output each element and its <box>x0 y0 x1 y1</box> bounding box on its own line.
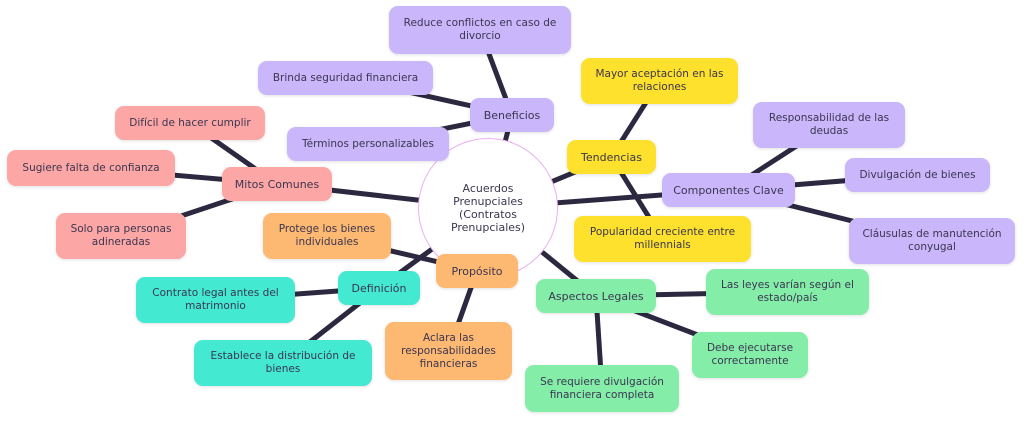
leaf-personas-adineradas[interactable]: Solo para personas adineradas <box>56 213 186 259</box>
branch-proposito[interactable]: Propósito <box>436 254 518 288</box>
branch-beneficios[interactable]: Beneficios <box>470 98 554 132</box>
leaf-reduce-conflictos[interactable]: Reduce conflictos en caso de divorcio <box>389 6 571 54</box>
leaf-divulgacion-bienes[interactable]: Divulgación de bienes <box>845 158 990 192</box>
leaf-terminos-personalizables[interactable]: Términos personalizables <box>287 127 449 161</box>
leaf-responsabilidad-deudas[interactable]: Responsabilidad de las deudas <box>753 102 905 148</box>
leaf-distribucion-bienes[interactable]: Establece la distribución de bienes <box>194 340 372 386</box>
branch-aspectos-legales[interactable]: Aspectos Legales <box>536 279 656 313</box>
branch-tendencias[interactable]: Tendencias <box>567 140 656 174</box>
leaf-seguridad-financiera[interactable]: Brinda seguridad financiera <box>258 61 433 95</box>
leaf-clausulas-manutencion[interactable]: Cláusulas de manutención conyugal <box>849 218 1015 264</box>
leaf-contrato-legal[interactable]: Contrato legal antes del matrimonio <box>136 277 295 323</box>
leaf-aclara-responsabilidades[interactable]: Aclara las responsabilidades financieras <box>385 322 512 380</box>
leaf-falta-confianza[interactable]: Sugiere falta de confianza <box>7 150 175 186</box>
leaf-protege-bienes[interactable]: Protege los bienes individuales <box>263 213 391 259</box>
branch-mitos-comunes[interactable]: Mitos Comunes <box>222 167 332 201</box>
leaf-mayor-aceptacion[interactable]: Mayor aceptación en las relaciones <box>581 58 738 104</box>
leaf-dificil-cumplir[interactable]: Difícil de hacer cumplir <box>115 106 265 140</box>
leaf-ejecutarse-correctamente[interactable]: Debe ejecutarse correctamente <box>692 332 808 378</box>
branch-componentes-clave[interactable]: Componentes Clave <box>662 173 795 207</box>
branch-definicion[interactable]: Definición <box>338 271 420 305</box>
leaf-leyes-varian[interactable]: Las leyes varían según el estado/país <box>706 269 869 315</box>
leaf-popularidad-millennials[interactable]: Popularidad creciente entre millennials <box>574 216 751 262</box>
leaf-divulgacion-financiera[interactable]: Se requiere divulgación financiera compl… <box>525 365 679 412</box>
